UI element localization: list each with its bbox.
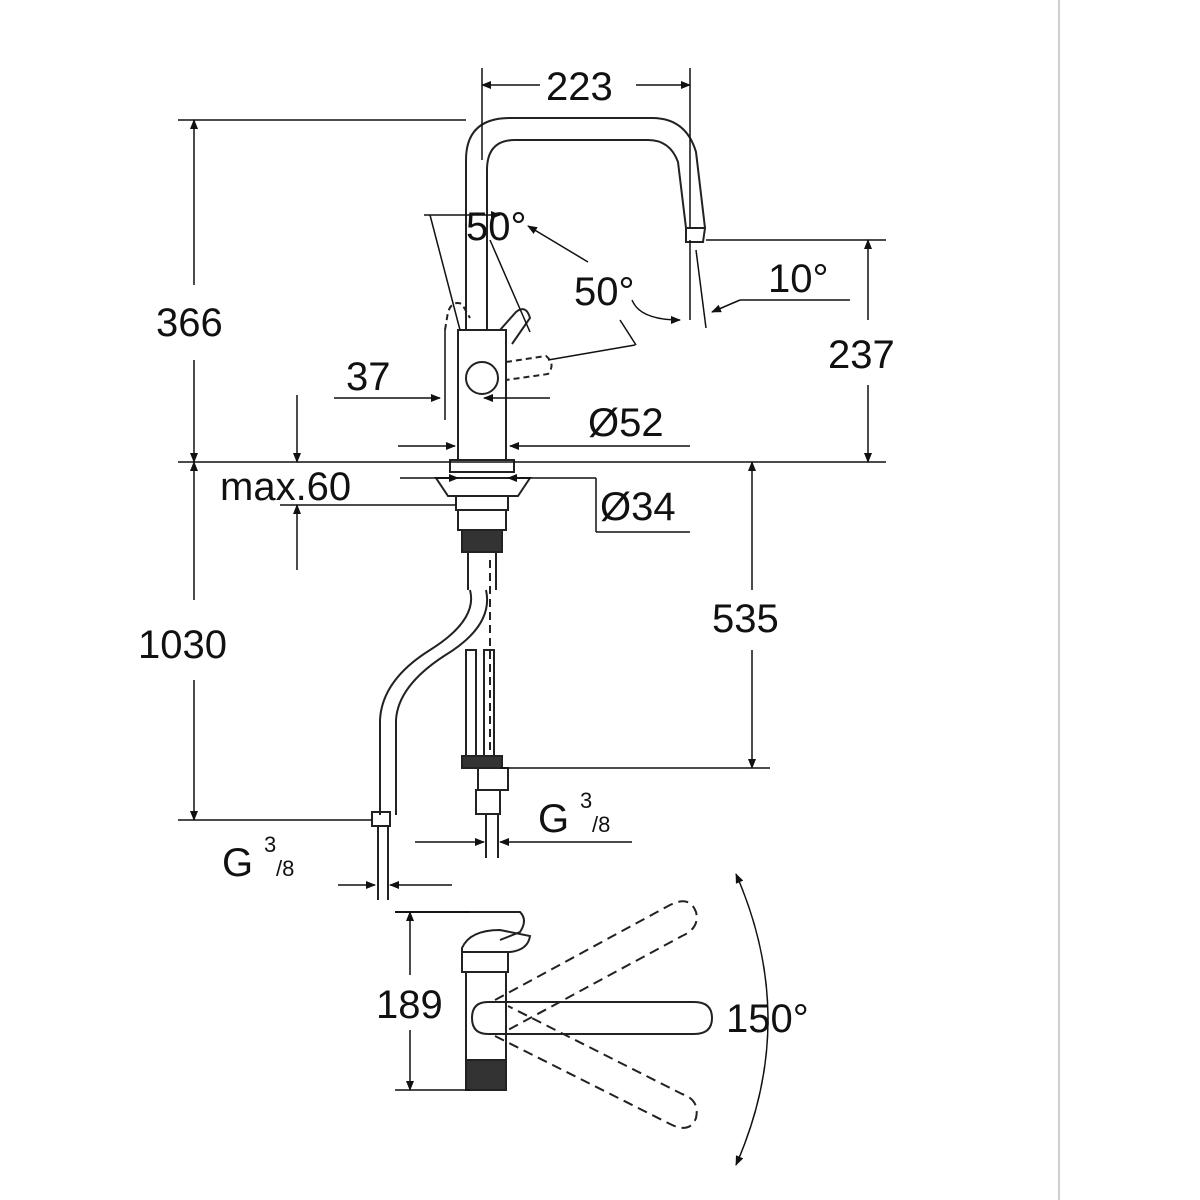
- connection-left-prefix: G: [222, 841, 253, 885]
- lever-pivot: [465, 361, 499, 395]
- dimension-labels: 223 366 237 50° 50° 10° 37 Ø52 Ø34 max.6…: [138, 65, 895, 1041]
- dim-below-deck: 535: [712, 597, 779, 641]
- spout-arm-swivel-lower: [494, 1005, 698, 1129]
- dim-spout-tilt: 10°: [768, 257, 829, 301]
- spout-arm: [470, 1001, 714, 1035]
- connection-left-sup: 3: [264, 832, 276, 857]
- faucet-elevation-view: [371, 117, 707, 900]
- dim-width-top: 223: [546, 65, 613, 109]
- faucet-plan-view: [395, 873, 769, 1166]
- hose-left: [379, 589, 473, 815]
- dim-connection-left: G 3 /8: [222, 832, 294, 885]
- dim-lever-angle-right: 50°: [574, 270, 635, 314]
- dim-deck-thickness: max.60: [220, 465, 351, 509]
- dim-plan-height: 189: [376, 983, 443, 1027]
- dim-lever-offset: 37: [346, 355, 391, 399]
- dim-spout-height: 237: [828, 333, 895, 377]
- dim-connection-right: G 3 /8: [538, 788, 610, 841]
- page-edge-divider: [1058, 0, 1060, 1200]
- connection-right-prefix: G: [538, 797, 569, 841]
- dimension-lines: [178, 68, 886, 889]
- spout-arm-swivel-upper: [494, 900, 698, 1031]
- dim-total-height: 1030: [138, 623, 227, 667]
- dim-lever-angle-left: 50°: [466, 205, 527, 249]
- dim-height-above-deck: 366: [156, 301, 223, 345]
- dim-swivel-angle: 150°: [726, 997, 809, 1041]
- dim-mount-diameter: Ø34: [600, 485, 676, 529]
- connection-right-sub: /8: [592, 812, 610, 837]
- dim-body-diameter: Ø52: [588, 401, 664, 445]
- swivel-arc: [735, 873, 769, 1166]
- connection-right-sup: 3: [580, 788, 592, 813]
- lever-front: [505, 354, 553, 381]
- connection-left-sub: /8: [276, 856, 294, 881]
- lever-right: [499, 308, 532, 345]
- spout-inner-outline: [486, 139, 687, 330]
- plan-dimension-lines: [395, 911, 470, 1091]
